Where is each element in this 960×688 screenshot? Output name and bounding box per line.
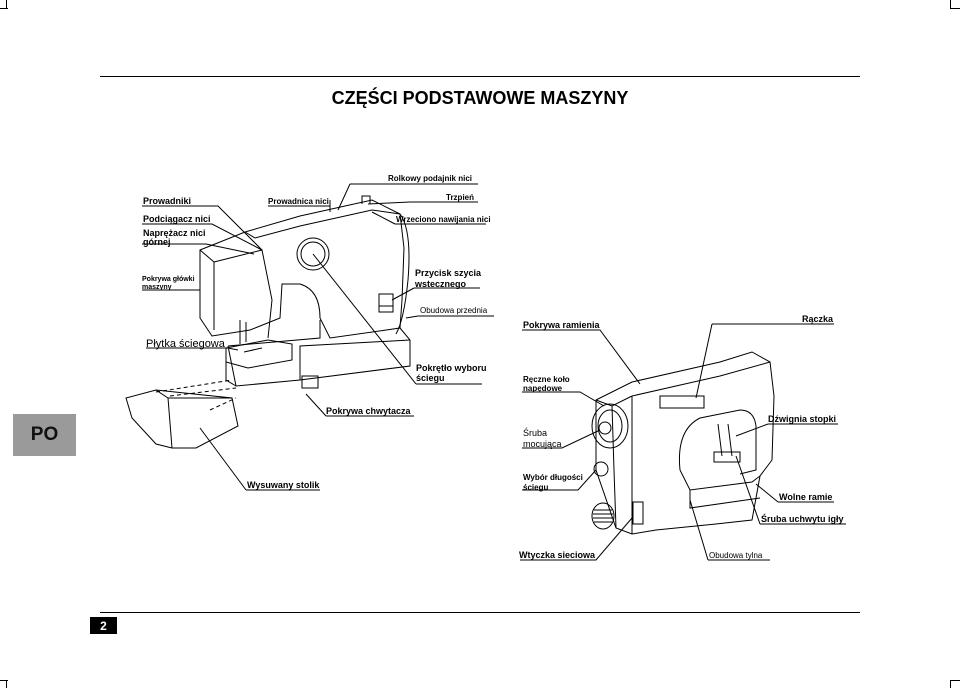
label-pokrywa-glowki-1: Pokrywa główki [142, 276, 195, 283]
crop-mark-bottom-left-h [0, 680, 8, 681]
crop-mark-bottom-left [6, 680, 7, 688]
label-podciagacz: Podciągacz nici [143, 214, 211, 224]
language-tab: PO [13, 414, 76, 456]
crop-mark-top-left-h [0, 8, 8, 9]
label-sruba-igly: Śruba uchwytu igły [761, 513, 844, 524]
label-prowadniki: Prowadniki [143, 196, 191, 206]
crop-mark-top-right [950, 0, 951, 8]
label-dzwignia: Dźwignia stopki [768, 414, 836, 424]
label-wtyczka: Wtyczka sieciowa [519, 550, 596, 560]
leader-lines-right [520, 323, 846, 561]
label-obudowa-tylna: Obudowa tylna [709, 551, 763, 560]
label-pokretlo-1: Pokrętło wyboru [416, 363, 487, 373]
crop-mark-bottom-right-h [950, 680, 960, 681]
right-machine-drawing [591, 351, 775, 535]
label-pokrywa-chwytacza: Pokrywa chwytacza [326, 406, 412, 416]
bottom-rule [100, 612, 860, 613]
labels-right: Pokrywa ramienia Rączka Ręczne koło napę… [519, 314, 844, 560]
label-wysuwany-stolik: Wysuwany stolik [247, 480, 320, 490]
label-rolkowy-podajnik: Rolkowy podajnik nici [388, 174, 472, 183]
label-przycisk-2: wstecznego [414, 279, 467, 289]
labels-left: Prowadniki Prowadnica nici Rolkowy podaj… [142, 174, 491, 490]
label-prowadnica-nici: Prowadnica nici [268, 197, 329, 206]
page-number: 2 [90, 617, 117, 634]
crop-mark-bottom-right [950, 680, 951, 688]
page-title: CZĘŚCI PODSTAWOWE MASZYNY [331, 88, 629, 108]
top-rule [100, 76, 860, 77]
crop-mark-top-left [6, 0, 7, 8]
label-naprezacz-1: Naprężacz nici [143, 228, 206, 238]
label-plytka-sciegowa: Płytka ściegowa [146, 338, 226, 350]
leader-lines-left [142, 183, 494, 491]
label-pokrywa-glowki-2: maszyny [142, 284, 172, 291]
label-naprezacz-2: górnej [143, 237, 171, 247]
left-machine-drawing [125, 195, 411, 449]
label-trzpien: Trzpień [446, 193, 474, 202]
crop-mark-top-right-h [950, 8, 960, 9]
label-wolne-ramie: Wolne ramie [779, 492, 832, 502]
label-sruba-mocujaca-2: mocująca [523, 439, 562, 449]
label-przycisk-1: Przycisk szycia [415, 268, 482, 278]
label-obudowa-przednia: Obudowa przednia [420, 306, 488, 315]
label-reczne-kolo-1: Ręczne koło [523, 375, 570, 384]
label-pokretlo-2: ściegu [416, 373, 445, 383]
label-sruba-mocujaca-1: Śruba [523, 427, 547, 438]
label-wrzeciono: Wrzeciono nawijania nici [396, 215, 491, 224]
label-pokrywa-ramienia: Pokrywa ramienia [523, 320, 601, 330]
label-wybor-2: ściegu [523, 483, 548, 492]
label-raczka: Rączka [802, 314, 834, 324]
label-wybor-1: Wybór długości [523, 473, 583, 482]
label-reczne-kolo-2: napędowe [523, 384, 563, 393]
